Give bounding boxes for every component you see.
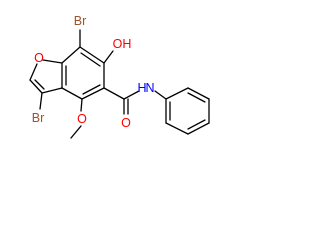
- bond-c-n: [123, 90, 140, 100]
- bond-c5-camide: [103, 87, 125, 100]
- bond-c4-c5: [81, 87, 105, 100]
- bond-c7a-o1: [42, 59, 63, 64]
- bond-ph-4-5-inner: [187, 119, 206, 130]
- bond-c7-c7a: [61, 46, 81, 64]
- atom-nh-n: N: [145, 81, 154, 95]
- bond-c3a-c4: [61, 87, 83, 100]
- atom-br-top: Br: [74, 14, 87, 28]
- atom-br-bottom: Br: [32, 111, 45, 125]
- bond-c4-c5-inner: [82, 84, 101, 95]
- atom-nh-h: H: [137, 81, 146, 95]
- bond-c3-br: [39, 92, 43, 110]
- bonds: [29, 29, 210, 139]
- bond-c6-oh: [103, 50, 114, 64]
- bond-ph-1-2: [165, 87, 189, 100]
- atom-labels: Br OH O Br O O N H: [32, 14, 155, 130]
- bond-n-phenyl: [154, 90, 167, 100]
- atom-o-methoxy: O: [77, 112, 87, 126]
- bond-c2-c3-inner: [34, 79, 45, 90]
- bond-o1-c2: [29, 63, 38, 81]
- bond-ph-2-3-inner: [187, 92, 206, 103]
- atom-oh: OH: [113, 37, 132, 51]
- bond-c3-c3a: [41, 87, 63, 94]
- bond-ph-2-3: [187, 87, 210, 100]
- molecule-structure: Br OH O Br O O N H: [29, 14, 210, 139]
- bond-c6-c7: [79, 46, 105, 64]
- bond-o-ch3: [70, 125, 82, 139]
- bond-c2-c3: [29, 79, 43, 94]
- atom-o-carbonyl: O: [121, 116, 131, 130]
- bond-c4-o: [80, 98, 83, 112]
- bond-ph-5-6: [165, 122, 189, 135]
- bond-ph-4-5: [187, 122, 210, 135]
- atom-o-furan: O: [34, 51, 44, 65]
- bond-c6-c7-inner: [80, 52, 101, 67]
